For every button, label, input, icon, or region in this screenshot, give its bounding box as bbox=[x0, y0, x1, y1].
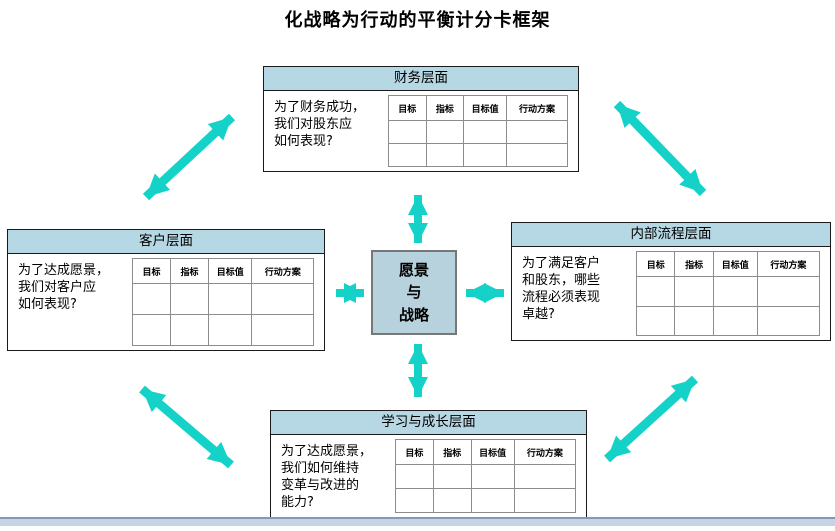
arrow-financial-internal bbox=[613, 100, 707, 197]
table-empty-cell bbox=[463, 120, 508, 144]
panel-financial-question: 为了财务成功， 我们对股东应 如何表现? bbox=[274, 100, 366, 150]
table-empty-cell bbox=[635, 305, 676, 336]
center-line-1: 愿景 bbox=[398, 260, 429, 279]
panel-financial-body: 为了财务成功， 我们对股东应 如何表现? 目标指标目标值行动方案 bbox=[264, 91, 578, 171]
table-column-header: 指标 bbox=[425, 95, 465, 121]
table-column-header: 目标值 bbox=[207, 258, 253, 284]
center-vision-strategy-box: 愿景 与 战略 bbox=[371, 250, 457, 335]
arrow-customer-financial bbox=[142, 113, 236, 201]
panel-learning-growth: 学习与成长层面 为了达成愿景， 我们如何维持 变革与改进的 能力? 目标指标目标… bbox=[270, 410, 587, 518]
panel-internal-process-table: 目标指标目标值行动方案 bbox=[635, 251, 821, 336]
table-empty-cell bbox=[132, 314, 171, 346]
table-column-header: 目标 bbox=[635, 251, 676, 277]
table-empty-cell bbox=[756, 276, 821, 307]
table-column-header: 目标值 bbox=[463, 95, 508, 121]
table-empty-cell bbox=[432, 464, 472, 489]
table-empty-cell bbox=[470, 464, 515, 489]
panel-internal-process: 内部流程层面 为了满足客户 和股东，哪些 流程必须表现 卓越? 目标指标目标值行… bbox=[511, 222, 831, 341]
panel-learning-growth-body: 为了达成愿景， 我们如何维持 变革与改进的 能力? 目标指标目标值行动方案 bbox=[271, 435, 586, 517]
table-empty-cell bbox=[395, 488, 434, 513]
table-empty-cell bbox=[207, 283, 253, 315]
table-empty-cell bbox=[388, 143, 427, 167]
table-column-header: 指标 bbox=[432, 439, 472, 465]
arrow-learning-internal bbox=[603, 375, 699, 463]
table-empty-cell bbox=[470, 488, 515, 513]
table-empty-cell bbox=[513, 488, 577, 513]
table-empty-cell bbox=[712, 305, 758, 336]
table-column-header: 目标值 bbox=[712, 251, 758, 277]
table-empty-cell bbox=[432, 488, 472, 513]
table-empty-cell bbox=[425, 143, 465, 167]
table-empty-cell bbox=[463, 143, 508, 167]
footer-divider-band bbox=[0, 519, 835, 526]
table-empty-cell bbox=[635, 276, 676, 307]
table-empty-cell bbox=[513, 464, 577, 489]
table-empty-cell bbox=[170, 314, 209, 346]
table-column-header: 行动方案 bbox=[506, 95, 568, 121]
table-empty-cell bbox=[395, 464, 434, 489]
panel-internal-process-header: 内部流程层面 bbox=[512, 223, 830, 247]
table-empty-cell bbox=[506, 120, 568, 144]
table-empty-cell bbox=[170, 283, 209, 315]
table-column-header: 目标值 bbox=[470, 439, 515, 465]
panel-internal-process-body: 为了满足客户 和股东，哪些 流程必须表现 卓越? 目标指标目标值行动方案 bbox=[512, 247, 830, 340]
panel-customer-table: 目标指标目标值行动方案 bbox=[132, 258, 314, 346]
table-empty-cell bbox=[506, 143, 568, 167]
table-column-header: 目标 bbox=[395, 439, 434, 465]
table-empty-cell bbox=[251, 283, 314, 315]
table-empty-cell bbox=[712, 276, 758, 307]
table-empty-cell bbox=[132, 283, 171, 315]
table-empty-cell bbox=[674, 276, 714, 307]
center-line-2: 与 bbox=[406, 283, 422, 302]
table-empty-cell bbox=[756, 305, 821, 336]
panel-learning-growth-table: 目标指标目标值行动方案 bbox=[395, 439, 577, 513]
panel-customer: 客户层面 为了达成愿景， 我们对客户应 如何表现? 目标指标目标值行动方案 bbox=[7, 229, 325, 351]
table-column-header: 目标 bbox=[132, 258, 171, 284]
panel-customer-body: 为了达成愿景， 我们对客户应 如何表现? 目标指标目标值行动方案 bbox=[8, 254, 324, 350]
panel-customer-header: 客户层面 bbox=[8, 230, 324, 254]
panel-learning-growth-header: 学习与成长层面 bbox=[271, 411, 586, 435]
table-empty-cell bbox=[388, 120, 427, 144]
table-empty-cell bbox=[251, 314, 314, 346]
panel-financial-header: 财务层面 bbox=[264, 67, 578, 91]
table-column-header: 指标 bbox=[674, 251, 714, 277]
panel-financial: 财务层面 为了财务成功， 我们对股东应 如何表现? 目标指标目标值行动方案 bbox=[263, 66, 579, 172]
panel-learning-growth-question: 为了达成愿景， 我们如何维持 变革与改进的 能力? bbox=[281, 444, 373, 511]
table-column-header: 行动方案 bbox=[513, 439, 577, 465]
panel-financial-table: 目标指标目标值行动方案 bbox=[388, 95, 568, 167]
table-empty-cell bbox=[207, 314, 253, 346]
page-title: 化战略为行动的平衡计分卡框架 bbox=[284, 10, 551, 31]
arrow-customer-learning bbox=[139, 385, 234, 469]
panel-customer-question: 为了达成愿景， 我们对客户应 如何表现? bbox=[18, 263, 110, 313]
table-column-header: 目标 bbox=[388, 95, 427, 121]
table-column-header: 指标 bbox=[170, 258, 209, 284]
table-empty-cell bbox=[425, 120, 465, 144]
center-line-3: 战略 bbox=[398, 305, 429, 324]
panel-internal-process-question: 为了满足客户 和股东，哪些 流程必须表现 卓越? bbox=[522, 256, 601, 323]
table-column-header: 行动方案 bbox=[251, 258, 314, 284]
footer-divider-line bbox=[0, 517, 835, 519]
table-column-header: 行动方案 bbox=[756, 251, 821, 277]
table-empty-cell bbox=[674, 305, 714, 336]
